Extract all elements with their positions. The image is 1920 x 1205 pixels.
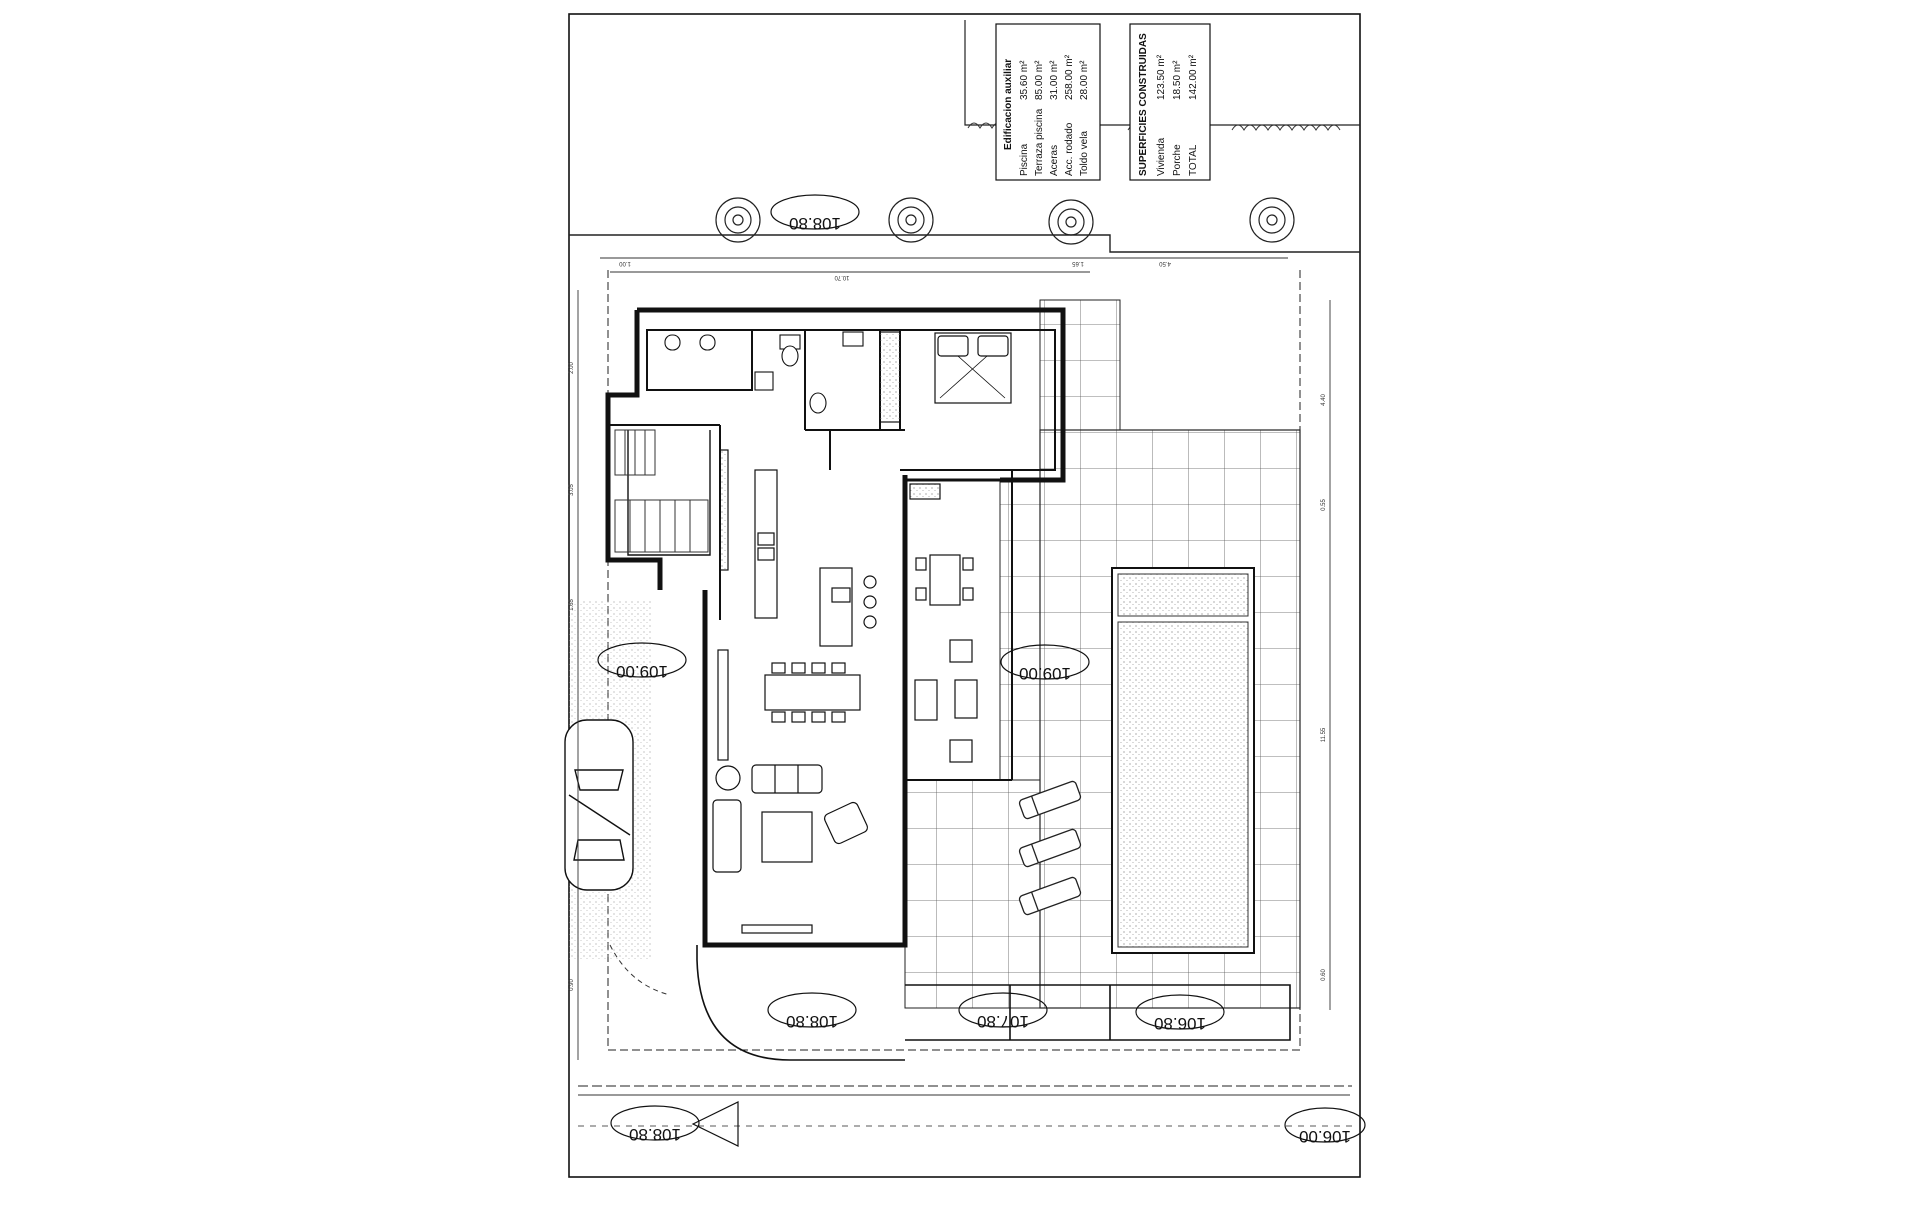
level-marker-ellipses	[597, 194, 1366, 1147]
level-marker: 107.80	[977, 1012, 1029, 1031]
dimension-top: 1.65	[1072, 260, 1084, 266]
built-row-value: 142.00 m²	[1188, 54, 1199, 100]
aux-row-label: Toldo vela	[1079, 131, 1090, 176]
bottom-walls	[696, 945, 1291, 1061]
aux-row-value: 35.60 m²	[1019, 60, 1030, 100]
level-marker: 109.00	[1019, 664, 1071, 683]
dimension-left: 1.65	[569, 599, 575, 611]
level-marker: 106.00	[1299, 1127, 1351, 1146]
dimension-right: 4.40	[1321, 394, 1327, 406]
dimension-top: 10.70	[834, 274, 850, 280]
dimension-left: 3.05	[569, 484, 575, 496]
aux-row-value: 28.00 m²	[1079, 60, 1090, 100]
house-walls	[605, 307, 1066, 948]
car-icon	[564, 719, 634, 891]
porch-furniture	[909, 483, 978, 763]
aux-row-value: 31.00 m²	[1049, 60, 1060, 100]
built-row-value: 18.50 m²	[1172, 60, 1183, 100]
dimension-right: 11.55	[1321, 727, 1327, 742]
swimming-pool	[1111, 567, 1255, 954]
kitchen-furniture	[719, 449, 877, 647]
driveway	[564, 600, 671, 996]
sun-loungers	[1018, 780, 1082, 916]
built-row-label: TOTAL	[1188, 144, 1199, 176]
built-surface-table: SUPERFICIES CONSTRUIDAS Vivienda 123.50 m²…	[1129, 23, 1211, 181]
dimension-right: 0.55	[1321, 499, 1327, 511]
tree-icon	[1048, 199, 1094, 245]
level-marker: 108.80	[786, 1012, 838, 1031]
dimension-lines	[577, 257, 1350, 1096]
aux-row-label: Piscina	[1019, 143, 1030, 176]
dining-furniture	[717, 649, 861, 761]
bathroom-fixtures	[664, 331, 864, 414]
aux-table-heading: Edificacion auxiliar	[1003, 59, 1014, 150]
level-marker: 108.80	[789, 214, 841, 233]
trees	[715, 197, 1295, 245]
aux-table-frame	[995, 23, 1101, 181]
aux-row-label: Acc. rodado	[1064, 122, 1075, 176]
tree-icon	[715, 197, 761, 243]
built-table-frame	[1129, 23, 1211, 181]
tree-icon	[1249, 197, 1295, 243]
dimension-left: 0.90	[569, 979, 575, 991]
tree-icon	[888, 197, 934, 243]
dimension-right: 0.60	[1321, 969, 1327, 981]
level-marker: 106.80	[1154, 1014, 1206, 1033]
dimension-texts: 1.00 10.70 1.65 4.50 2.00 3.05 1.65 0.90 4.40 0.5…	[569, 260, 1327, 991]
built-table-heading: SUPERFICIES CONSTRUIDAS	[1138, 33, 1149, 176]
built-row-label: Vivienda	[1156, 137, 1167, 176]
level-marker: 109.00	[616, 662, 668, 681]
level-marker: 108.80	[629, 1125, 681, 1144]
aux-row-label: Terraza piscina	[1034, 108, 1045, 176]
staircase	[614, 429, 709, 553]
living-furniture	[712, 764, 869, 934]
built-row-value: 123.50 m²	[1156, 54, 1167, 100]
dimension-left: 2.00	[569, 362, 575, 374]
bedroom-furniture	[879, 331, 1012, 423]
built-row-label: Porche	[1172, 144, 1183, 176]
level-markers: 108.80 109.00 109.00 108.80 107.80 106.80 108.…	[616, 214, 1351, 1146]
dimension-top: 4.50	[1159, 260, 1171, 266]
sheet-frame	[568, 13, 1361, 1178]
dimension-top: 1.00	[619, 260, 631, 266]
aux-row-value: 85.00 m²	[1034, 60, 1045, 100]
aux-row-value: 258.00 m²	[1064, 54, 1075, 100]
aux-row-label: Aceras	[1049, 145, 1060, 176]
